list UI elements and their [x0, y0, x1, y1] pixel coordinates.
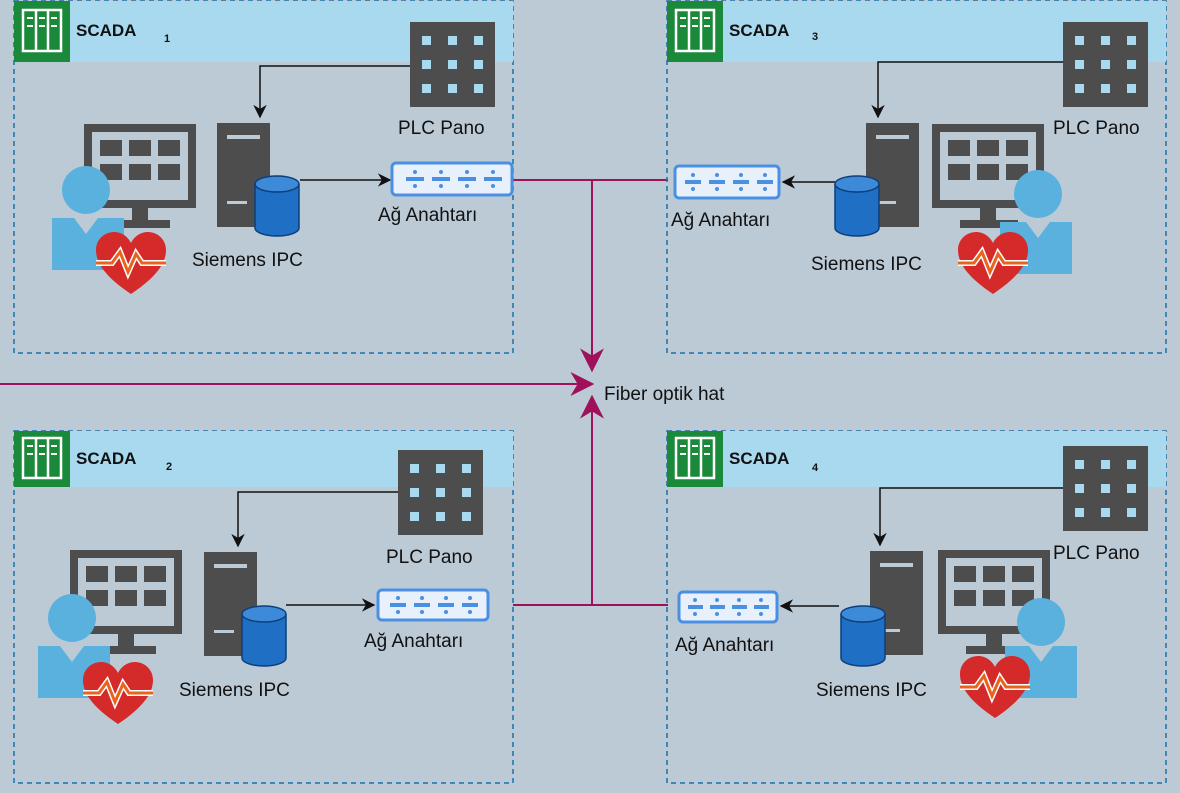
panel-scada4: SCADA 4 PLC Pano Siemens IPC [666, 430, 1167, 784]
server-building-icon [14, 1, 70, 62]
server-building-icon [667, 1, 723, 62]
switch-label: Ağ Anahtarı [671, 210, 770, 231]
panel-title-subscript: 3 [812, 31, 818, 43]
switch-label: Ağ Anahtarı [378, 205, 477, 226]
server-building-icon [14, 431, 70, 487]
panel-title: SCADA [729, 449, 789, 468]
database-icon [241, 605, 287, 667]
plc-label: PLC Pano [1053, 118, 1140, 139]
database-icon [834, 175, 880, 237]
switch-label: Ağ Anahtarı [364, 631, 463, 652]
panel-title: SCADA [76, 21, 136, 40]
panel-title-subscript: 4 [812, 462, 819, 474]
panel-scada1: SCADA 1 PLC Pano Siemens IPC [13, 0, 514, 354]
switch-label: Ağ Anahtarı [675, 635, 774, 656]
ipc-label: Siemens IPC [179, 680, 290, 701]
heart-pulse-icon [958, 232, 1028, 294]
plc-cabinet-icon [398, 450, 483, 535]
operator-person-icon [1005, 598, 1077, 698]
plc-label: PLC Pano [1053, 543, 1140, 564]
heart-pulse-icon [96, 232, 166, 294]
ipc-label: Siemens IPC [192, 250, 303, 271]
plc-label: PLC Pano [398, 118, 485, 139]
heart-pulse-icon [83, 662, 153, 724]
panel-frame [13, 430, 514, 784]
network-switch-icon [390, 161, 514, 197]
plc-to-ipc-arrow [873, 487, 1063, 547]
panel-title: SCADA [729, 21, 789, 40]
plc-to-ipc-arrow [231, 491, 398, 548]
database-icon [254, 175, 300, 237]
network-switch-icon [376, 588, 490, 622]
plc-cabinet-icon [410, 22, 495, 107]
panel-frame [666, 430, 1167, 784]
fiber-network [0, 179, 668, 606]
panel-title-subscript: 2 [166, 461, 172, 473]
plc-label: PLC Pano [386, 547, 473, 568]
server-building-icon [667, 431, 723, 487]
monitor-icon [84, 124, 196, 228]
ipc-label: Siemens IPC [816, 680, 927, 701]
plc-cabinet-icon [1063, 446, 1148, 531]
ipc-label: Siemens IPC [811, 254, 922, 275]
fiber-label: Fiber optik hat [604, 384, 725, 405]
heart-pulse-icon [960, 656, 1030, 718]
plc-to-ipc-arrow [253, 65, 410, 119]
database-icon [840, 605, 886, 667]
panel-frame [666, 0, 1167, 354]
network-switch-icon [677, 590, 779, 624]
plc-cabinet-icon [1063, 22, 1148, 107]
network-switch-icon [673, 164, 781, 200]
plc-to-ipc-arrow [871, 61, 1063, 119]
panel-scada3: SCADA 3 PLC Pano Siemens IPC [666, 0, 1167, 354]
panel-title: SCADA [76, 449, 136, 468]
panel-scada2: SCADA 2 PLC Pano Siemens IPC [13, 430, 514, 784]
panel-title-subscript: 1 [164, 33, 170, 45]
